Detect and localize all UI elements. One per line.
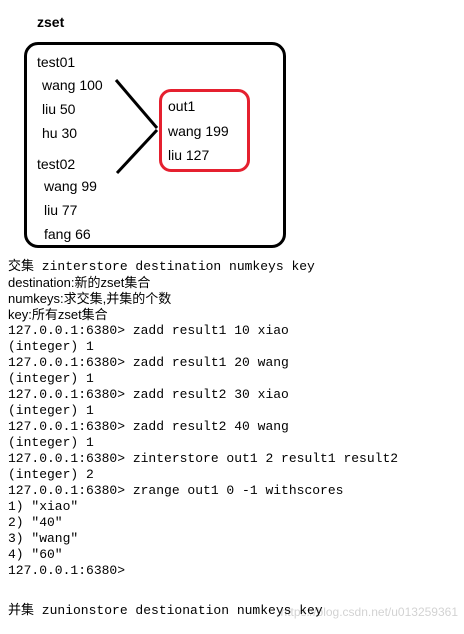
watermark: https://blog.csdn.net/u013259361 <box>280 605 458 619</box>
command-syntax-line: 交集 zinterstore destination numkeys key <box>8 259 315 274</box>
terminal-line: 127.0.0.1:6380> zadd result2 30 xiao <box>8 387 289 402</box>
spacer <box>8 579 458 603</box>
terminal-line: (integer) 1 <box>8 371 94 386</box>
terminal-line: 127.0.0.1:6380> zadd result2 40 wang <box>8 419 289 434</box>
terminal-line: 2) "40" <box>8 515 63 530</box>
terminal-line: 4) "60" <box>8 547 63 562</box>
terminal-line: 127.0.0.1:6380> zadd result1 10 xiao <box>8 323 289 338</box>
param-note-line: destination:新的zset集合 <box>8 275 151 290</box>
set1-member: liu 50 <box>42 101 76 117</box>
result-member: wang 199 <box>168 123 229 139</box>
result-name: out1 <box>168 98 196 114</box>
set1-member: hu 30 <box>42 125 78 141</box>
terminal-line: (integer) 1 <box>8 435 94 450</box>
set2-member: wang 99 <box>44 178 97 194</box>
terminal-line: 127.0.0.1:6380> zadd result1 20 wang <box>8 355 289 370</box>
param-note-line: key:所有zset集合 <box>8 307 108 322</box>
connector-line-bottom <box>115 128 159 175</box>
terminal-line: 127.0.0.1:6380> <box>8 563 126 578</box>
set2-name: test02 <box>37 156 76 172</box>
set1-name: test01 <box>37 54 76 70</box>
terminal-line: 127.0.0.1:6380> zrange out1 0 -1 withsco… <box>8 483 344 498</box>
result-member: liu 127 <box>168 147 210 163</box>
diagram-title: zset <box>37 14 65 30</box>
set2-member: fang 66 <box>44 226 91 242</box>
intersection-connector <box>114 79 159 175</box>
param-note-line: numkeys:求交集,并集的个数 <box>8 291 172 306</box>
union-syntax-line: 并集 zunionstore destionation numkeys key <box>8 603 323 618</box>
connector-line-top <box>114 79 159 129</box>
terminal-line: (integer) 1 <box>8 403 94 418</box>
source-sets-box <box>24 42 286 248</box>
terminal-line: (integer) 1 <box>8 339 94 354</box>
terminal-line: 3) "wang" <box>8 531 79 546</box>
terminal-line: 1) "xiao" <box>8 499 79 514</box>
set2-member: liu 77 <box>44 202 78 218</box>
set1-member: wang 100 <box>42 77 103 93</box>
terminal-output: 127.0.0.1:6380> zadd result1 10 xiao (in… <box>8 323 458 579</box>
terminal-line: (integer) 2 <box>8 467 94 482</box>
explanation-text: 交集 zinterstore destination numkeys key d… <box>8 259 458 619</box>
terminal-line: 127.0.0.1:6380> zinterstore out1 2 resul… <box>8 451 399 466</box>
zset-diagram: zset test01 wang 100 liu 50 hu 30 test02… <box>0 0 464 255</box>
result-set-box <box>159 89 250 172</box>
